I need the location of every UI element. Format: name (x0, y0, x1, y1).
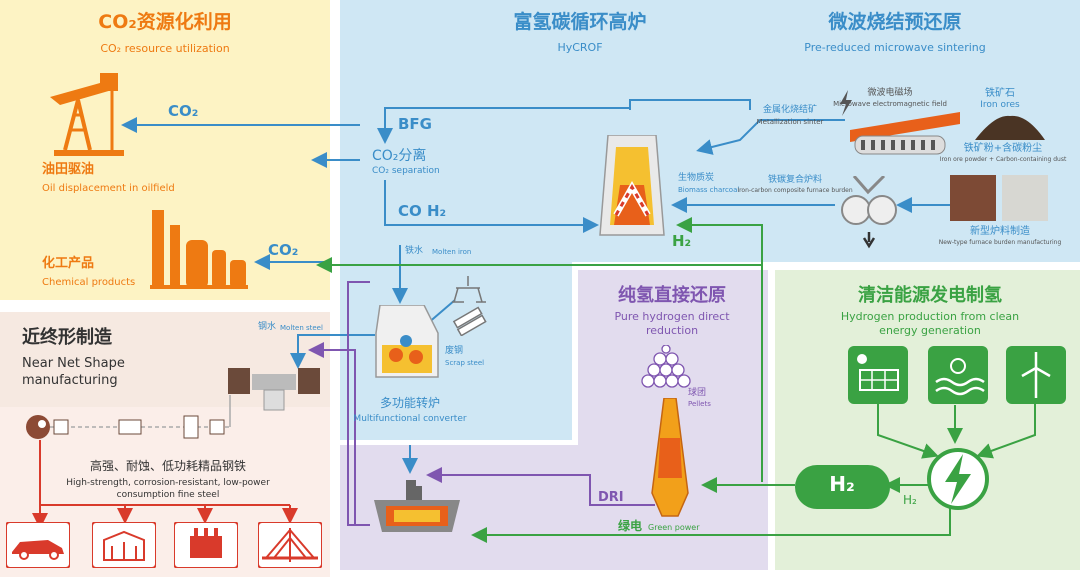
dri-label: DRI (598, 490, 624, 505)
microwave-field-cn: 微波电磁场 (867, 88, 913, 98)
metallization-sinter-cn: 金属化烧结矿 (762, 105, 818, 115)
blast-furnace-icon (599, 135, 665, 236)
green-power-cn: 绿电 (618, 519, 643, 533)
roller-press-icon (841, 176, 897, 249)
fine-steel-en-2: consumption fine steel (116, 490, 220, 500)
ore-powder-cn: 铁矿粉+含碳粉尘 (963, 143, 1043, 154)
chemical-products-en: Chemical products (42, 277, 136, 288)
car-icon (6, 522, 70, 568)
composite-burden-cn: 铁碳复合炉料 (767, 175, 823, 185)
h2-tank-icon (795, 465, 890, 509)
metallization-sinter-en: Metallization sinter (756, 118, 824, 126)
ore-powder-en: Iron ore powder + Carbon-containing dust (939, 156, 1067, 163)
wind-turbine-icon (1006, 346, 1066, 404)
molten-iron-en: Molten iron (432, 248, 472, 256)
co2-section-subtitle: CO₂ resource utilization (100, 42, 230, 55)
hycrof-title: 富氢碳循环高炉 (513, 11, 647, 33)
composite-burden-en: Iron-carbon composite furnace burden (737, 187, 853, 194)
transformer-icon (174, 522, 238, 568)
green-power-en: Green power (648, 523, 700, 532)
clean-energy-subtitle-2: energy generation (879, 324, 981, 337)
oil-displacement-cn: 油田驱油 (42, 162, 95, 177)
pellets-cn: 球团 (688, 388, 707, 398)
scrap-steel-icon (452, 276, 487, 336)
fine-steel-en-1: High-strength, corrosion-resistant, low-… (66, 478, 270, 488)
converter-cn: 多功能转炉 (379, 396, 441, 410)
molten-steel-en: Molten steel (280, 324, 323, 332)
electric-furnace-icon (374, 480, 460, 532)
near-net-subtitle-1: Near Net Shape (22, 356, 125, 371)
chemical-products-cn: 化工产品 (42, 256, 95, 271)
lightning-icon (927, 448, 989, 510)
converter-en: Multifunctional converter (353, 414, 467, 424)
pellets-en: Pellets (688, 400, 711, 408)
lightning-small-icon (840, 90, 852, 116)
microwave-subtitle: Pre-reduced microwave sintering (804, 41, 986, 54)
burden-samples-icon (950, 175, 1048, 221)
newtype-burden-cn: 新型炉料制造 (970, 226, 1030, 237)
clean-energy-subtitle-1: Hydrogen production from clean (840, 310, 1020, 323)
clean-energy-title: 清洁能源发电制氢 (858, 285, 1002, 306)
co2-separation-en: CO₂ separation (372, 166, 440, 176)
microwave-field-en: Microwave electromagnetic field (833, 100, 947, 108)
fine-steel-cn: 高强、耐蚀、低功耗精品钢铁 (89, 459, 247, 473)
biomass-charcoal-cn: 生物质炭 (678, 173, 715, 183)
molten-iron-cn: 铁水 (405, 246, 424, 256)
building-icon (92, 522, 156, 568)
iron-ore-pile-icon (975, 115, 1045, 140)
oil-displacement-en: Oil displacement in oilfield (42, 183, 175, 194)
water-wave-icon (928, 346, 988, 404)
h2-small-label: H₂ (903, 493, 917, 507)
h2-tank-label: H₂ (829, 472, 855, 496)
co-h2-label: CO H₂ (398, 202, 447, 220)
molten-steel-cn: 钢水 (258, 322, 277, 332)
biomass-charcoal-en: Biomass charcoal (678, 186, 740, 194)
co2-label-oil: CO₂ (168, 102, 199, 120)
newtype-burden-en: New-type furnace burden manufacturing (938, 239, 1062, 246)
iron-ores-en: Iron ores (980, 100, 1020, 110)
bridge-icon (258, 522, 322, 568)
hydrogen-direct-subtitle-2: reduction (645, 324, 699, 337)
bfg-label: BFG (398, 115, 432, 133)
iron-ores-cn: 铁矿石 (985, 88, 1015, 99)
rolling-line-icon (26, 415, 225, 439)
h2-to-furnace-label: H₂ (672, 232, 692, 250)
hycrof-subtitle: HyCROF (557, 41, 603, 54)
hydrogen-direct-title: 纯氢直接还原 (618, 285, 726, 306)
co2-separation-cn: CO₂分离 (372, 148, 427, 164)
casting-machine-icon (228, 368, 320, 411)
microwave-sinter-machine-icon (850, 112, 960, 155)
shaft-furnace-icon (651, 398, 689, 517)
near-net-subtitle-2: manufacturing (22, 373, 118, 388)
chemical-plant-icon (150, 210, 248, 289)
scrap-steel-cn: 废钢 (445, 346, 464, 356)
hydrogen-direct-subtitle-1: Pure hydrogen direct (614, 310, 730, 323)
clean-energy-panel (775, 270, 1080, 570)
pellets-icon (641, 345, 691, 388)
oil-pump-icon (50, 73, 124, 156)
near-net-title: 近终形制造 (22, 327, 112, 348)
solar-panel-icon (848, 346, 908, 404)
scrap-steel-en: Scrap steel (445, 359, 485, 367)
co2-section-title: CO₂资源化利用 (98, 11, 232, 33)
converter-icon (375, 305, 439, 378)
co2-label-chem: CO₂ (268, 241, 299, 259)
microwave-title: 微波烧结预还原 (828, 11, 962, 33)
